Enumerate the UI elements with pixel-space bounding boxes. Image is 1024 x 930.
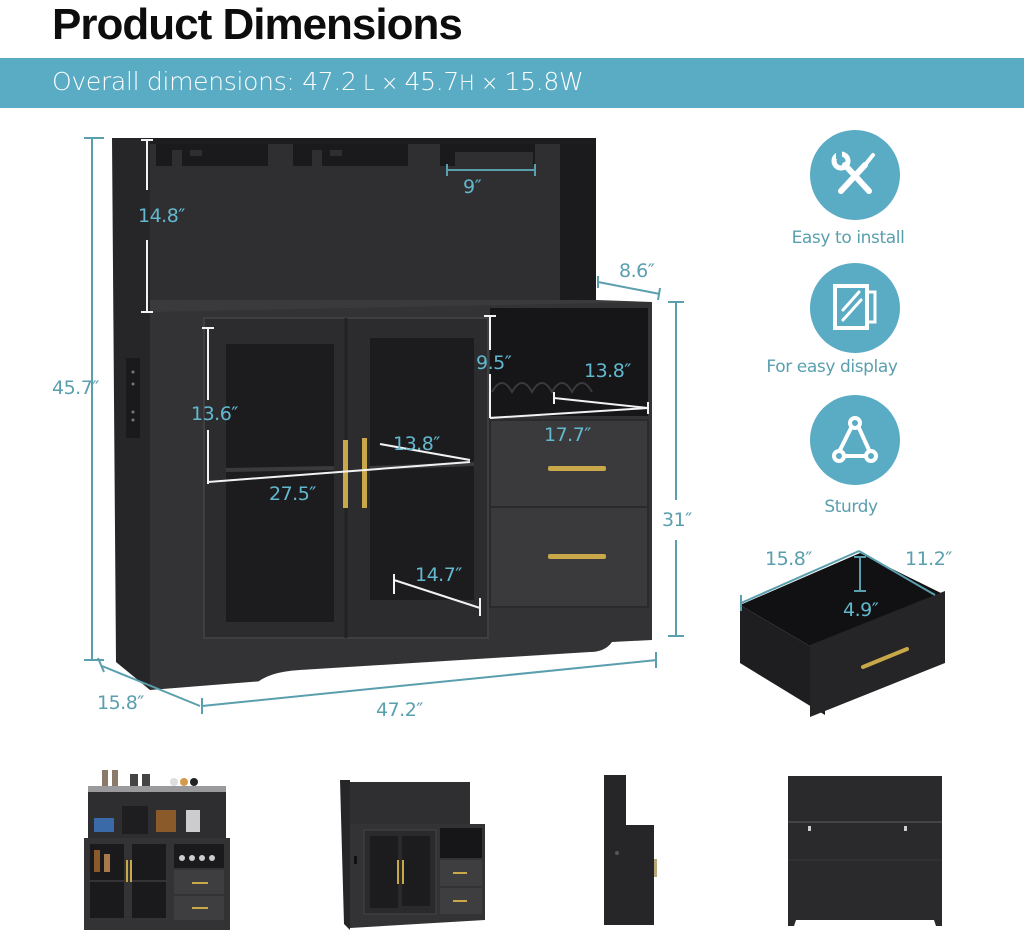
feature-sturdy	[810, 395, 900, 485]
length-value: 47.2	[302, 67, 357, 96]
overall-dimensions-text: Overall dimensions: 47.2 L × 45.7H × 15.…	[52, 67, 584, 96]
glass-door-icon	[833, 284, 877, 330]
banner-prefix: Overall dimensions:	[52, 67, 303, 96]
dim-overall-length: 47.2″	[376, 699, 423, 721]
dim-cubby-depth: 13.8″	[584, 360, 631, 382]
dim-overall-depth: 15.8″	[97, 692, 144, 714]
thumbnail-side-view[interactable]	[600, 775, 660, 925]
length-unit: L	[356, 71, 375, 95]
times-sign: ×	[374, 71, 405, 95]
overall-dimensions-banner: Overall dimensions: 47.2 L × 45.7H × 15.…	[0, 58, 1024, 108]
width-value: 15.8W	[504, 67, 584, 96]
page-title: Product Dimensions	[52, 0, 463, 49]
drawer-illustration	[740, 550, 945, 717]
feature-label: For easy display	[766, 357, 898, 377]
dim-cubby-height: 9.5″	[476, 352, 512, 374]
dim-hutch-height: 14.8″	[138, 205, 185, 227]
dim-door-shelf-depth: 13.8″	[393, 433, 440, 455]
feature-easy-install	[810, 130, 900, 220]
dim-doors-width: 27.5″	[269, 483, 316, 505]
dim-base-height: 31″	[662, 509, 692, 531]
triangle-structure-icon	[832, 416, 878, 463]
feature-label: Sturdy	[824, 497, 878, 517]
drawer-height: 4.9″	[843, 599, 879, 621]
times-sign: ×	[474, 71, 505, 95]
feature-display	[810, 263, 900, 353]
height-unit: H	[458, 71, 475, 95]
dim-glass-rack-width: 9″	[463, 176, 482, 198]
dim-door-height: 13.6″	[191, 403, 238, 425]
drawer-depth: 15.8″	[765, 548, 812, 570]
drawer-width: 11.2″	[905, 548, 952, 570]
dim-lower-shelf-depth: 14.7″	[415, 564, 462, 586]
thumbnail-angled-empty[interactable]	[340, 780, 490, 930]
cabinet-illustration	[84, 137, 684, 714]
feature-label: Easy to install	[791, 228, 905, 248]
dim-hutch-depth: 8.6″	[619, 260, 655, 282]
height-value: 45.7	[404, 67, 460, 96]
dim-cubby-width: 17.7″	[544, 424, 591, 446]
thumbnail-back-view[interactable]	[786, 776, 946, 926]
dim-overall-height: 45.7″	[52, 377, 99, 399]
tools-icon	[831, 151, 875, 194]
thumbnail-styled-front[interactable]	[82, 770, 232, 930]
